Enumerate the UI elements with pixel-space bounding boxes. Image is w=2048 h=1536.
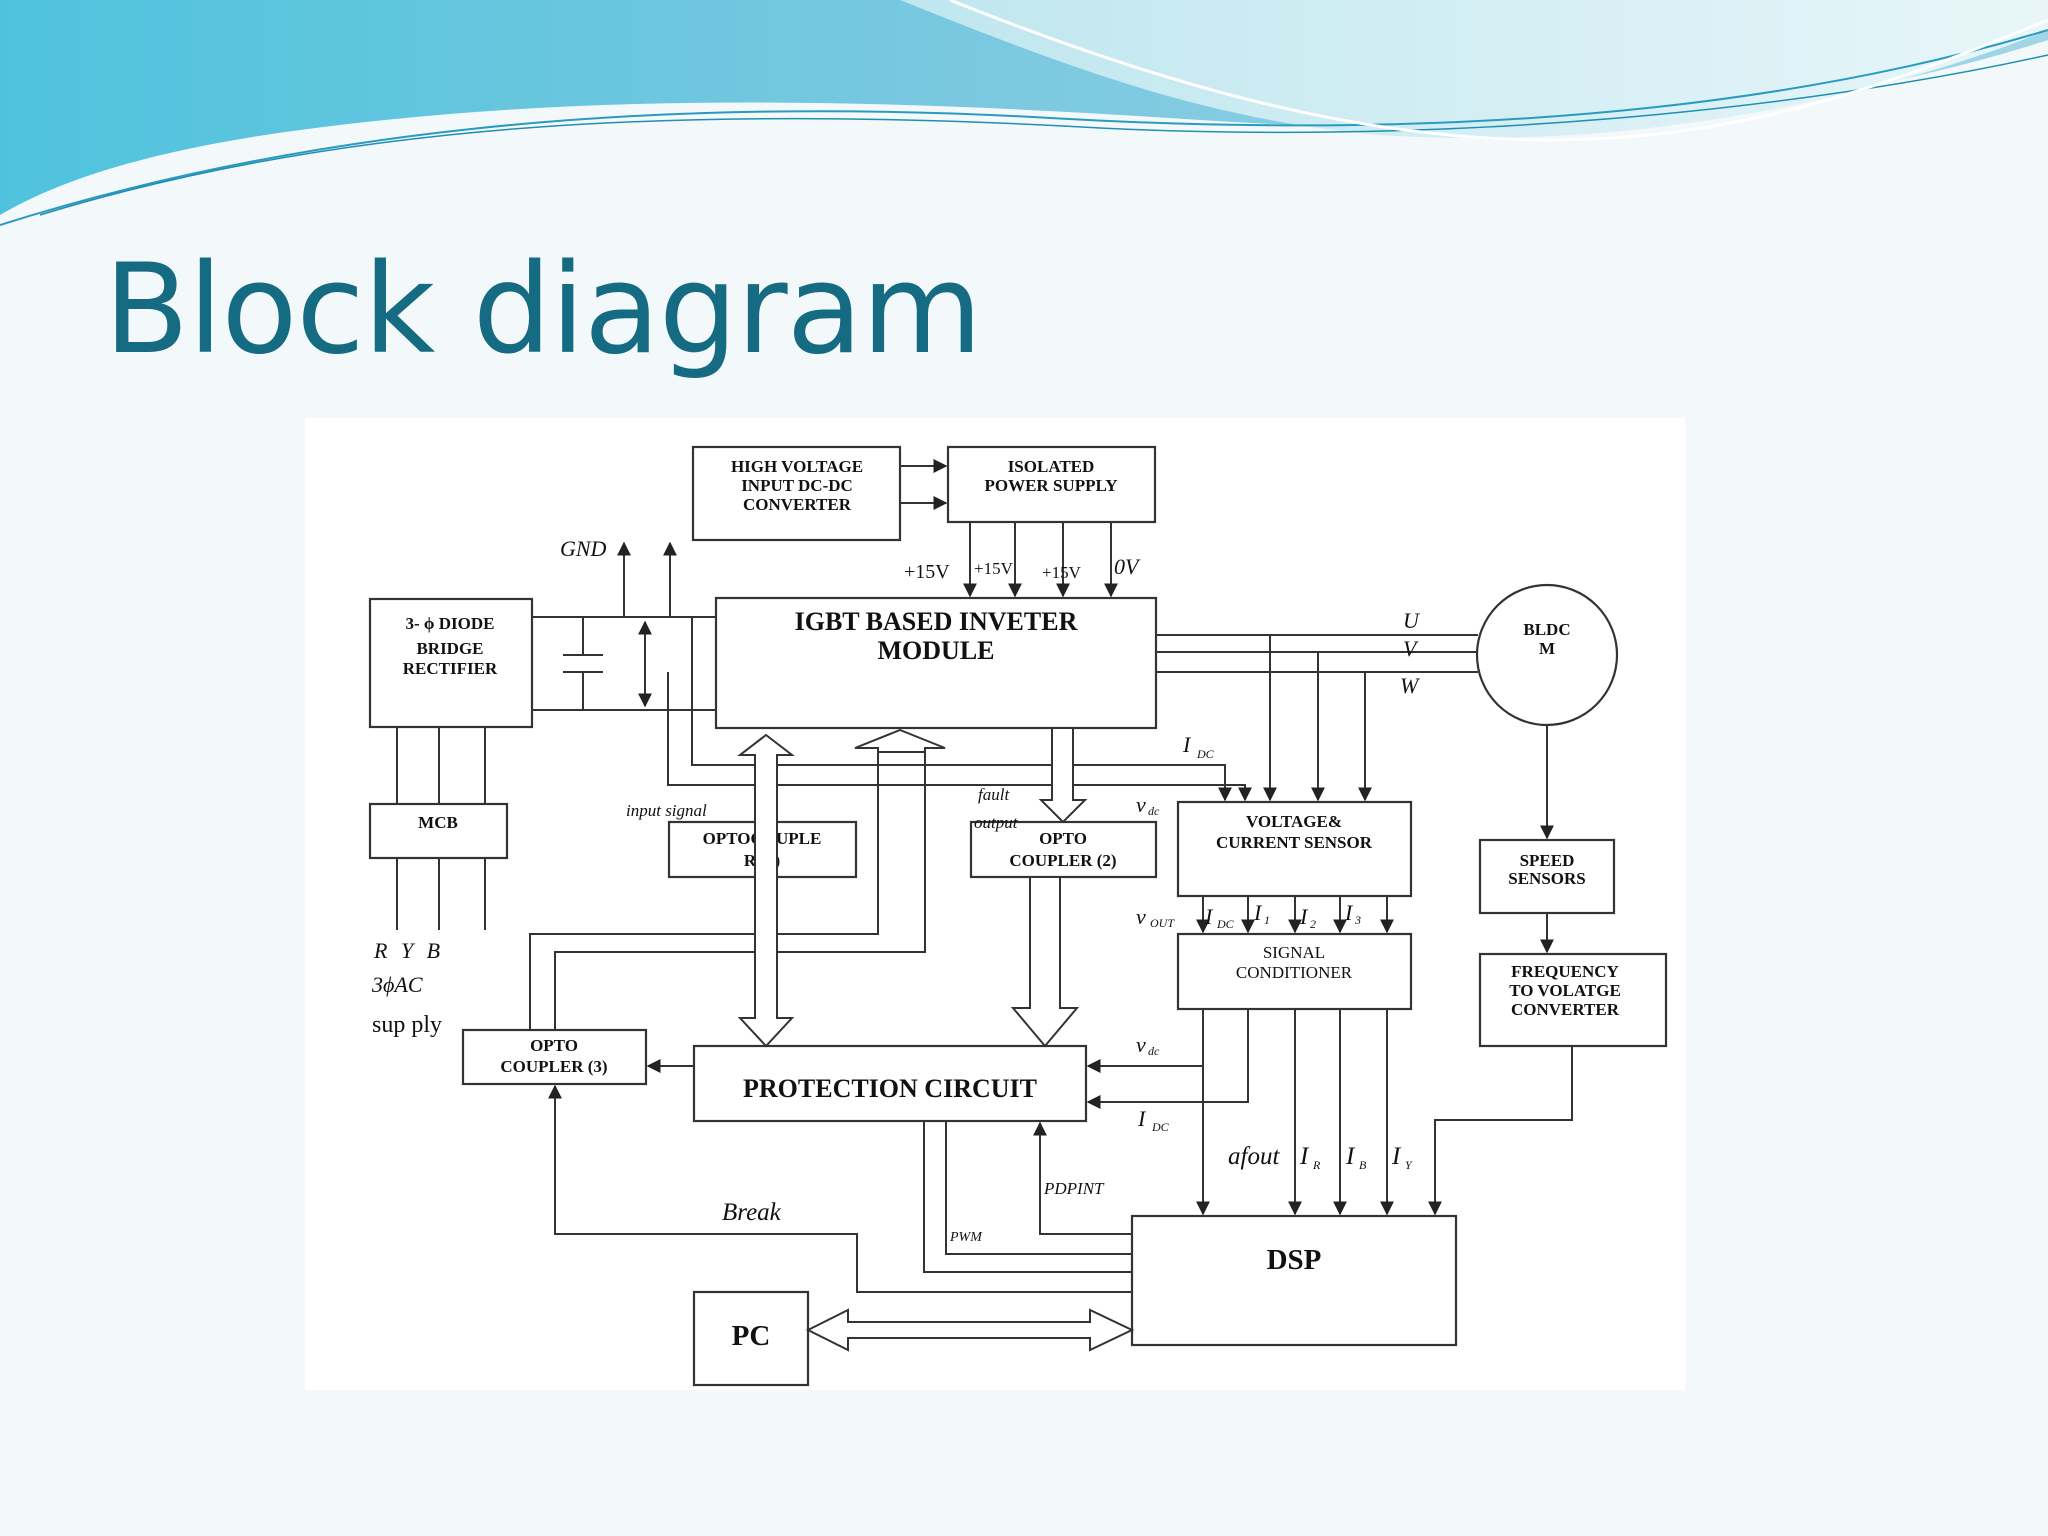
- label-output: output: [974, 813, 1019, 832]
- label-i3: I: [1344, 900, 1354, 925]
- isolated-ps-line2: POWER SUPPLY: [984, 476, 1117, 495]
- label-15v-1: +15V: [904, 561, 950, 583]
- mcb-label: MCB: [418, 813, 458, 832]
- label-i3-sub: 3: [1354, 913, 1361, 927]
- label-w: W: [1400, 673, 1420, 698]
- signal-line2: CONDITIONER: [1236, 963, 1353, 982]
- label-idc-top-sub: DC: [1196, 747, 1215, 761]
- vc-sensor-line1: VOLTAGE&: [1246, 812, 1342, 831]
- label-iy: I: [1391, 1143, 1402, 1170]
- label-input-signal: input signal: [626, 801, 707, 820]
- speed-sensors-block: SPEED SENSORS: [1478, 838, 1616, 915]
- optocoupler-2-block: OPTO COUPLER (2): [969, 820, 1158, 879]
- vc-sensor-line2: CURRENT SENSOR: [1216, 833, 1373, 852]
- label-gnd: GND: [560, 536, 607, 561]
- label-idc-prot: I: [1137, 1106, 1147, 1131]
- dsp-block: DSP: [1130, 1214, 1458, 1347]
- protection-label: PROTECTION CIRCUIT: [743, 1074, 1037, 1103]
- label-iy-sub: Y: [1405, 1158, 1413, 1172]
- label-ib: I: [1345, 1143, 1356, 1170]
- label-vdc-prot: v: [1136, 1032, 1146, 1057]
- label-pwm: PWM: [949, 1230, 983, 1245]
- igbt-line1: IGBT BASED INVETER: [795, 607, 1078, 636]
- hv-converter-block: HIGH VOLTAGE INPUT DC-DC CONVERTER: [691, 445, 902, 542]
- label-supply-phases: R Y B: [373, 938, 444, 963]
- label-ir: I: [1299, 1143, 1310, 1170]
- label-i1: I: [1253, 900, 1263, 925]
- signal-labels: GND +15V +15V +15V 0V U V W I DC input s…: [371, 536, 1421, 1245]
- label-vout: v: [1136, 904, 1146, 929]
- label-ib-sub: B: [1359, 1158, 1367, 1172]
- label-u: U: [1403, 608, 1421, 633]
- freq-line2: TO VOLATGE: [1509, 981, 1621, 1000]
- hv-converter-line2: INPUT DC-DC: [741, 476, 853, 495]
- label-vdc-prot-sub: dc: [1148, 1044, 1160, 1058]
- hv-converter-line3: CONVERTER: [743, 495, 852, 514]
- label-fault: fault: [978, 785, 1010, 804]
- label-0v: 0V: [1114, 554, 1141, 579]
- opto2-line2: COUPLER (2): [1009, 851, 1116, 870]
- label-vdc-sensor: v: [1136, 792, 1146, 817]
- voltage-current-sensor-block: VOLTAGE& CURRENT SENSOR: [1176, 800, 1413, 898]
- connection-lines: [396, 459, 1573, 1293]
- freq-to-voltage-block: FREQUENCY TO VOLATGE CONVERTER: [1478, 952, 1668, 1048]
- bldc-line1: BLDC: [1523, 620, 1570, 639]
- pc-label: PC: [732, 1320, 771, 1352]
- label-15v-2: +15V: [974, 559, 1014, 578]
- label-i-dc-sub: DC: [1216, 917, 1235, 931]
- protection-circuit-block: PROTECTION CIRCUIT: [692, 1044, 1088, 1123]
- isolated-ps-line1: ISOLATED: [1008, 457, 1095, 476]
- slide-title: Block diagram: [104, 238, 982, 382]
- label-supply-ac: 3ϕAC: [371, 972, 423, 997]
- speed-line2: SENSORS: [1508, 869, 1585, 888]
- bldc-line2: M: [1539, 639, 1555, 658]
- signal-line1: SIGNAL: [1263, 943, 1325, 962]
- bus-arrow-pc-dsp: [805, 1308, 1135, 1352]
- opto3-line1: OPTO: [530, 1036, 578, 1055]
- igbt-inverter-block: IGBT BASED INVETER MODULE: [714, 596, 1158, 730]
- rectifier-line2: BRIDGE: [416, 639, 483, 658]
- label-i2: I: [1299, 904, 1309, 929]
- label-idc-top: I: [1182, 732, 1192, 757]
- label-i1-sub: 1: [1264, 913, 1270, 927]
- isolated-power-supply-block: ISOLATED POWER SUPPLY: [946, 445, 1157, 524]
- label-pdpint: PDPINT: [1043, 1179, 1105, 1198]
- label-i2-sub: 2: [1310, 917, 1316, 931]
- bus-arrow-opto2: [1010, 876, 1080, 1048]
- bus-arrow-feedback: [854, 728, 946, 753]
- label-vdc-sensor-sub: dc: [1148, 804, 1160, 818]
- dsp-label: DSP: [1267, 1244, 1322, 1276]
- label-break: Break: [722, 1199, 782, 1226]
- label-i-dc: I: [1204, 904, 1214, 929]
- opto3-line2: COUPLER (3): [500, 1057, 607, 1076]
- bldc-motor-block: BLDC M: [1475, 583, 1619, 727]
- label-afout: afout: [1228, 1143, 1280, 1170]
- label-v: V: [1403, 636, 1419, 661]
- hv-converter-line1: HIGH VOLTAGE: [731, 457, 863, 476]
- igbt-line2: MODULE: [878, 636, 995, 665]
- speed-line1: SPEED: [1520, 851, 1575, 870]
- rectifier-line3: RECTIFIER: [403, 659, 498, 678]
- label-supply: sup ply: [372, 1012, 442, 1038]
- signal-conditioner-block: SIGNAL CONDITIONER: [1176, 932, 1413, 1011]
- rectifier-line1: 3- ϕ DIODE: [405, 614, 494, 633]
- opto2-line1: OPTO: [1039, 829, 1087, 848]
- label-idc-prot-sub: DC: [1151, 1120, 1170, 1134]
- pc-block: PC: [692, 1290, 810, 1387]
- bus-arrow-fault: [1038, 727, 1088, 824]
- bus-arrows: [737, 727, 1135, 1352]
- label-vout-sub: OUT: [1150, 916, 1175, 930]
- rectifier-block: 3- ϕ DIODE BRIDGE RECTIFIER: [368, 597, 534, 729]
- freq-line1: FREQUENCY: [1511, 962, 1619, 981]
- bus-arrow-input: [737, 733, 795, 1048]
- optocoupler-3-block: OPTO COUPLER (3): [461, 1028, 648, 1086]
- label-15v-3: +15V: [1042, 563, 1082, 582]
- label-ir-sub: R: [1312, 1158, 1321, 1172]
- mcb-block: MCB: [368, 802, 509, 860]
- freq-line3: CONVERTER: [1511, 1000, 1620, 1019]
